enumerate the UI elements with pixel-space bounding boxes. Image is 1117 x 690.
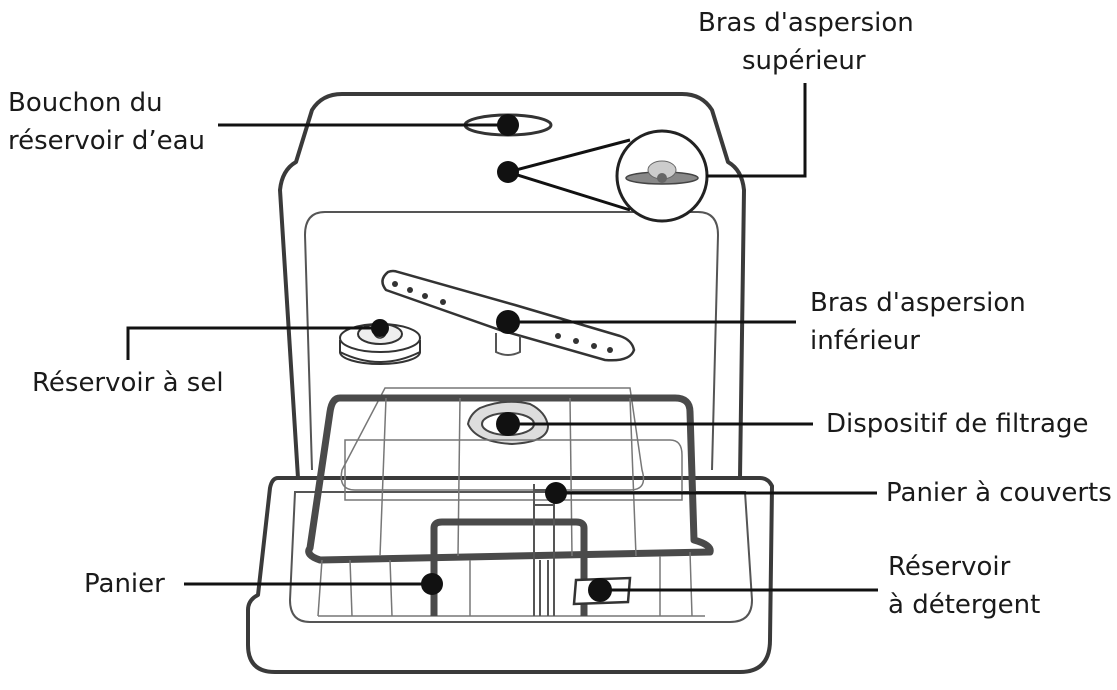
label-detergent-reservoir-line2: à détergent xyxy=(888,590,1041,620)
label-filter-line1: Dispositif de filtrage xyxy=(826,409,1089,439)
label-salt-reservoir: Réservoir à sel xyxy=(32,364,224,402)
label-water-tank-cap-line1: Bouchon du xyxy=(8,88,163,118)
label-detergent-reservoir: Réservoir à détergent xyxy=(888,548,1040,624)
cutlery-dot xyxy=(545,482,567,504)
label-upper-spray-arm-line1: Bras d'aspersion xyxy=(698,8,914,38)
label-cutlery-basket: Panier à couverts xyxy=(886,474,1112,512)
label-cutlery-basket-line1: Panier à couverts xyxy=(886,478,1112,508)
lower-arm-dot xyxy=(496,310,520,334)
inner-rack-tray xyxy=(344,439,683,501)
label-upper-spray-arm-line2: supérieur xyxy=(742,46,866,76)
label-lower-spray-arm-line1: Bras d'aspersion xyxy=(810,288,1026,318)
callout-dots xyxy=(371,114,612,602)
base-inner-rim xyxy=(288,491,754,623)
label-water-tank-cap-line2: réservoir d’eau xyxy=(8,126,205,156)
cutlery-basket xyxy=(533,484,555,616)
salt-dot xyxy=(371,319,389,337)
basket-frame xyxy=(305,394,714,564)
label-filter: Dispositif de filtrage xyxy=(826,405,1089,443)
label-water-tank-cap: Bouchon du réservoir d’eau xyxy=(8,84,205,160)
upper-arm-dot xyxy=(497,161,519,183)
label-lower-spray-arm: Bras d'aspersion inférieur xyxy=(810,284,1026,360)
label-upper-spray-arm: Bras d'aspersion supérieur xyxy=(698,4,914,80)
lower-spray-arm-stem xyxy=(495,333,521,356)
water-cap-dot xyxy=(497,114,519,136)
label-basket-line1: Panier xyxy=(84,569,165,599)
label-lower-spray-arm-line2: inférieur xyxy=(810,326,920,356)
upper-spray-arm-center xyxy=(657,173,667,183)
label-basket: Panier xyxy=(84,565,165,603)
lower-spray-arm-holes xyxy=(392,281,613,353)
basket-handle xyxy=(430,518,588,616)
label-salt-reservoir-line1: Réservoir à sel xyxy=(32,368,224,398)
inner-chamber xyxy=(303,211,720,471)
detergent-dot xyxy=(588,578,612,602)
basket-dot xyxy=(421,573,443,595)
dishwasher-housing xyxy=(278,92,746,479)
dishwasher-base xyxy=(246,476,774,674)
leader-lines xyxy=(126,83,878,592)
label-detergent-reservoir-line1: Réservoir xyxy=(888,552,1011,582)
inner-rack xyxy=(340,387,645,491)
filter-dot xyxy=(496,412,520,436)
